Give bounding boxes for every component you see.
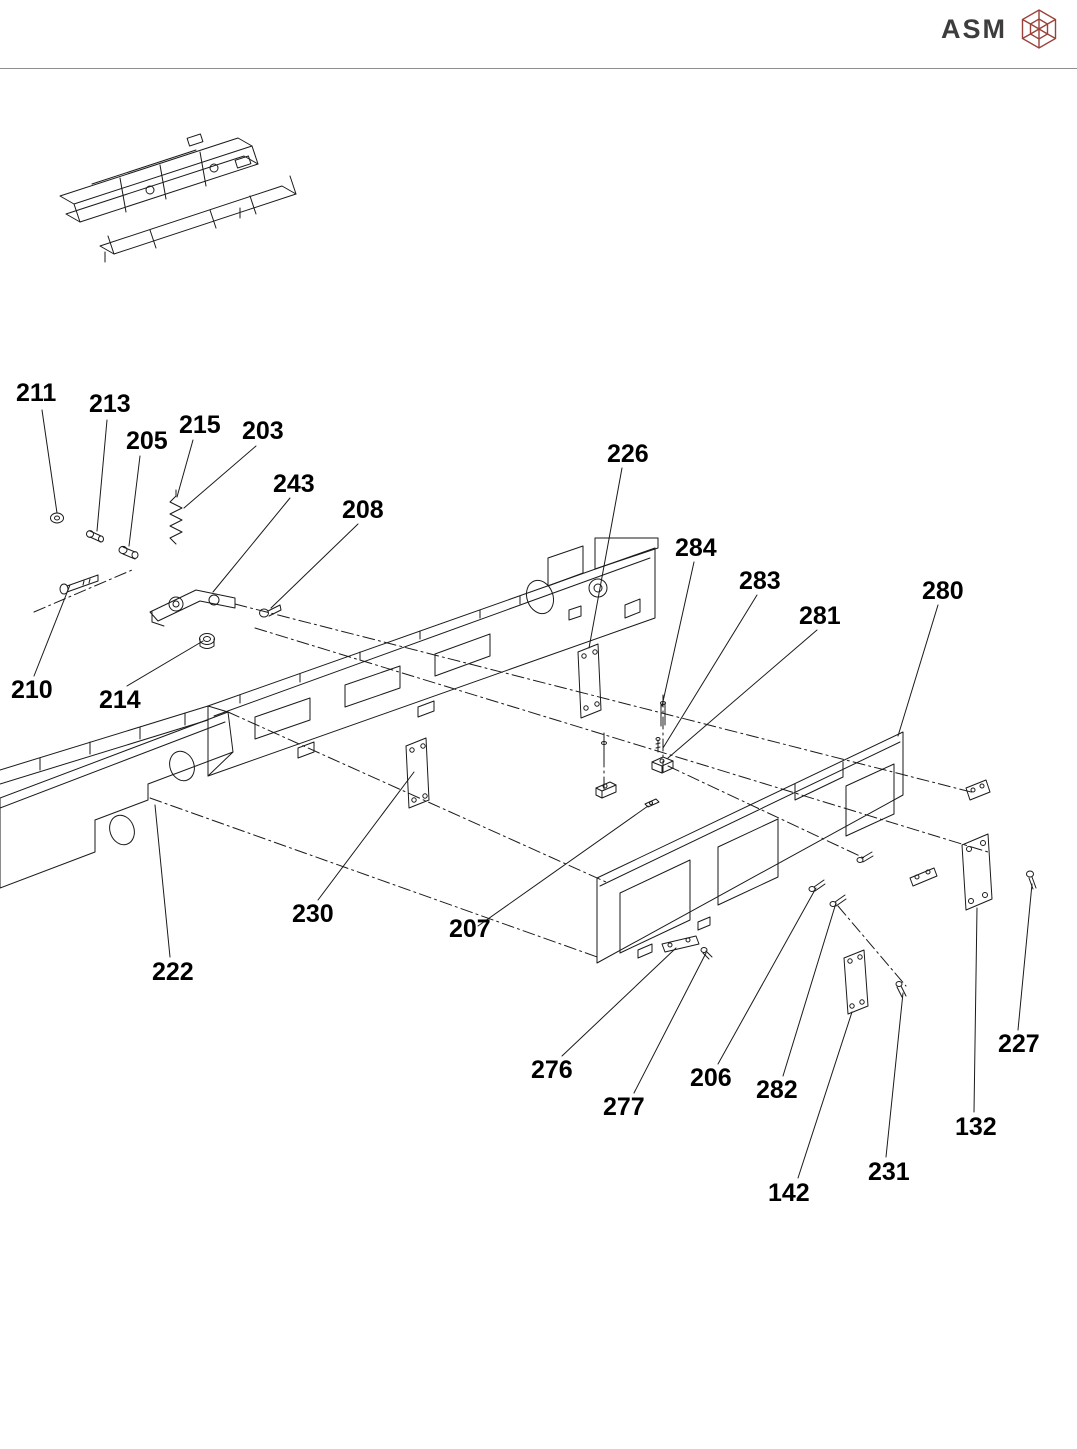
part-label-283: 283: [739, 567, 781, 595]
part-label-231: 231: [868, 1158, 910, 1186]
clip-207: [644, 798, 660, 808]
part-label-142: 142: [768, 1179, 810, 1207]
hardware-cluster: [50, 489, 282, 649]
part-label-277: 277: [603, 1093, 645, 1121]
plate-226: [577, 643, 602, 719]
part-label-205: 205: [126, 427, 168, 455]
part-label-207: 207: [449, 915, 491, 943]
right-small-parts: [661, 779, 1037, 1015]
leader-lines: [33, 409, 1033, 1179]
brand-name: ASM: [941, 14, 1007, 44]
assembly-axis-lines: [33, 569, 989, 987]
part-label-280: 280: [922, 577, 964, 605]
part-label-276: 276: [531, 1056, 573, 1084]
asm-hexagon-logo-icon: [1021, 9, 1057, 49]
part-label-132: 132: [955, 1113, 997, 1141]
part-label-222: 222: [152, 958, 194, 986]
part-label-282: 282: [756, 1076, 798, 1104]
part-label-214: 214: [99, 686, 141, 714]
part-label-281: 281: [799, 602, 841, 630]
rail-strip-left: [0, 705, 209, 785]
part-label-203: 203: [242, 417, 284, 445]
part-label-227: 227: [998, 1030, 1040, 1058]
part-label-226: 226: [607, 440, 649, 468]
part-label-284: 284: [675, 534, 717, 562]
part-label-211: 211: [16, 379, 57, 407]
pin-group-center: [595, 701, 674, 799]
part-label-206: 206: [690, 1064, 732, 1092]
header-divider: [0, 68, 1077, 69]
assembly-thumbnail: [59, 133, 297, 263]
upper-rail: [207, 537, 659, 777]
part-label-215: 215: [179, 411, 221, 439]
part-label-213: 213: [89, 390, 131, 418]
part-label-210: 210: [11, 676, 53, 704]
plate-230: [405, 737, 430, 809]
part-label-243: 243: [273, 470, 315, 498]
part-label-230: 230: [292, 900, 334, 928]
lower-rail: [596, 731, 904, 964]
part-label-208: 208: [342, 496, 384, 524]
left-plate: [0, 705, 234, 889]
